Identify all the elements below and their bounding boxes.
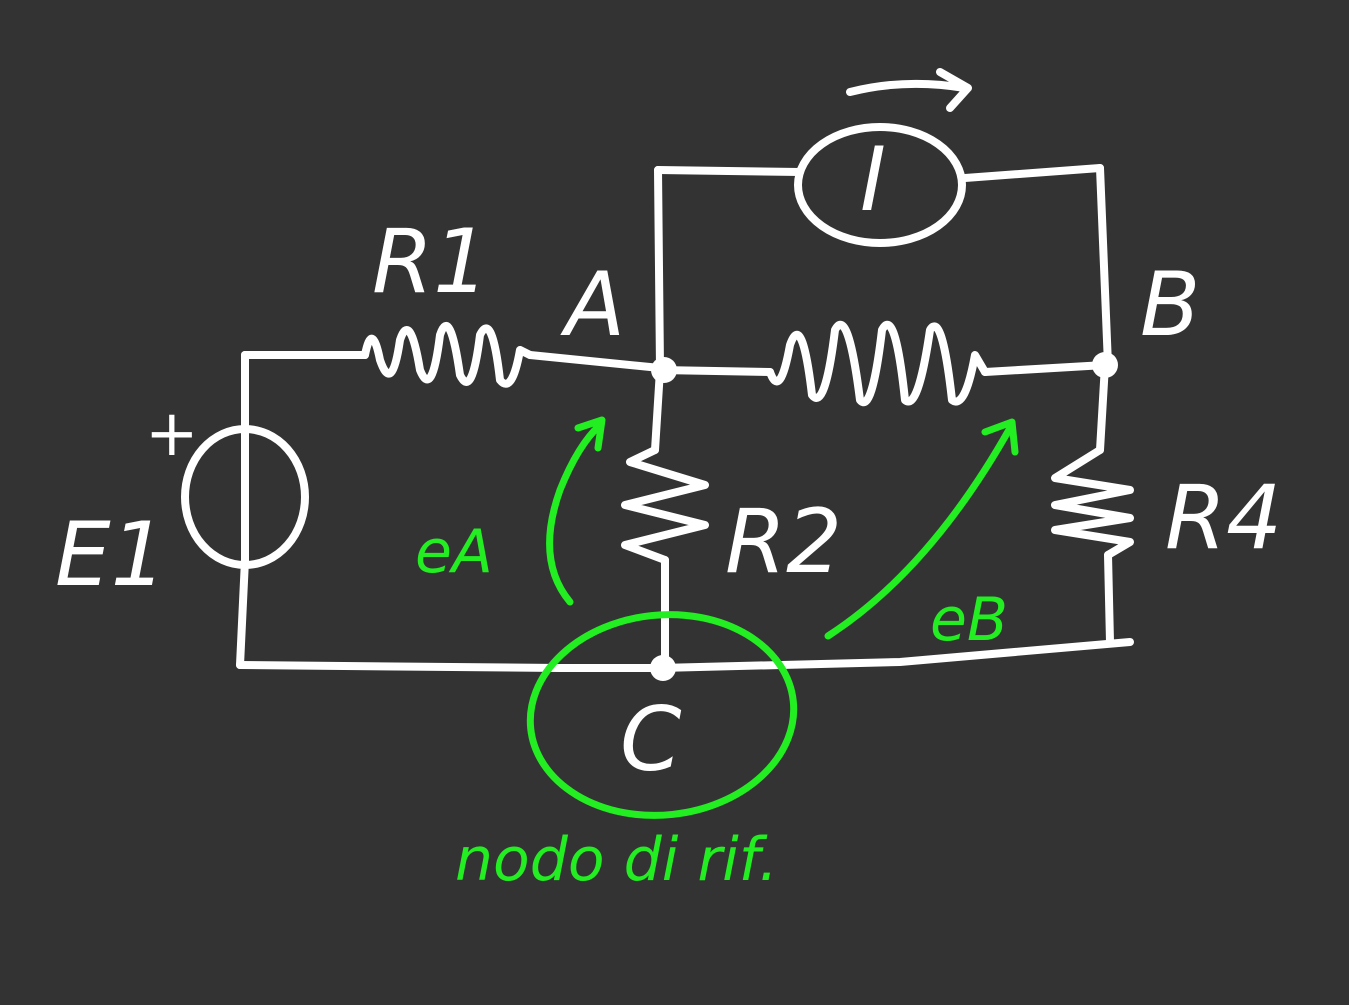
label-reference-node: nodo di rif. [455, 825, 778, 895]
wire-r3-to-b [981, 361, 1109, 376]
wire-b-to-r4 [1096, 361, 1109, 454]
current-source [794, 68, 972, 247]
wire-r1-to-a [526, 351, 664, 372]
wire-a-up [654, 166, 664, 372]
resistor-r2 [621, 446, 709, 564]
current-source-circle [794, 123, 966, 247]
wire-left-lower [236, 556, 249, 669]
wire-top-to-source [654, 166, 804, 176]
label-r2: R2 [725, 490, 842, 593]
arrow-ea [546, 416, 606, 606]
label-current-source: I [860, 128, 886, 231]
voltage-source-e1 [181, 425, 309, 569]
resistor-r1 [361, 321, 534, 388]
label-node-a: A [560, 253, 625, 356]
reference-node-circle [526, 611, 798, 819]
resistor-r4 [1051, 446, 1134, 559]
annotations: eA eB nodo di rif. [415, 416, 1019, 895]
current-direction-arrow [846, 68, 972, 112]
label-eb: eB [930, 585, 1008, 655]
wire-right-down [1096, 164, 1112, 369]
arrow-eb [824, 418, 1019, 640]
wire-source-to-right [961, 164, 1104, 182]
label-e1-plus: + [145, 397, 199, 471]
label-e1: E1 [55, 503, 167, 606]
label-ea: eA [415, 517, 493, 587]
wire-a-to-r2 [651, 366, 664, 454]
node-a-dot [651, 357, 677, 383]
wire-a-to-r3 [656, 366, 774, 376]
label-node-c: C [620, 688, 682, 791]
node-c-dot [650, 655, 676, 681]
label-r1: R1 [372, 210, 489, 313]
label-r4: R4 [1165, 466, 1282, 569]
wire-r4-to-bottom [1104, 551, 1114, 646]
label-node-b: B [1140, 253, 1200, 356]
resistor-r3 [766, 320, 989, 407]
node-b-dot [1092, 352, 1118, 378]
